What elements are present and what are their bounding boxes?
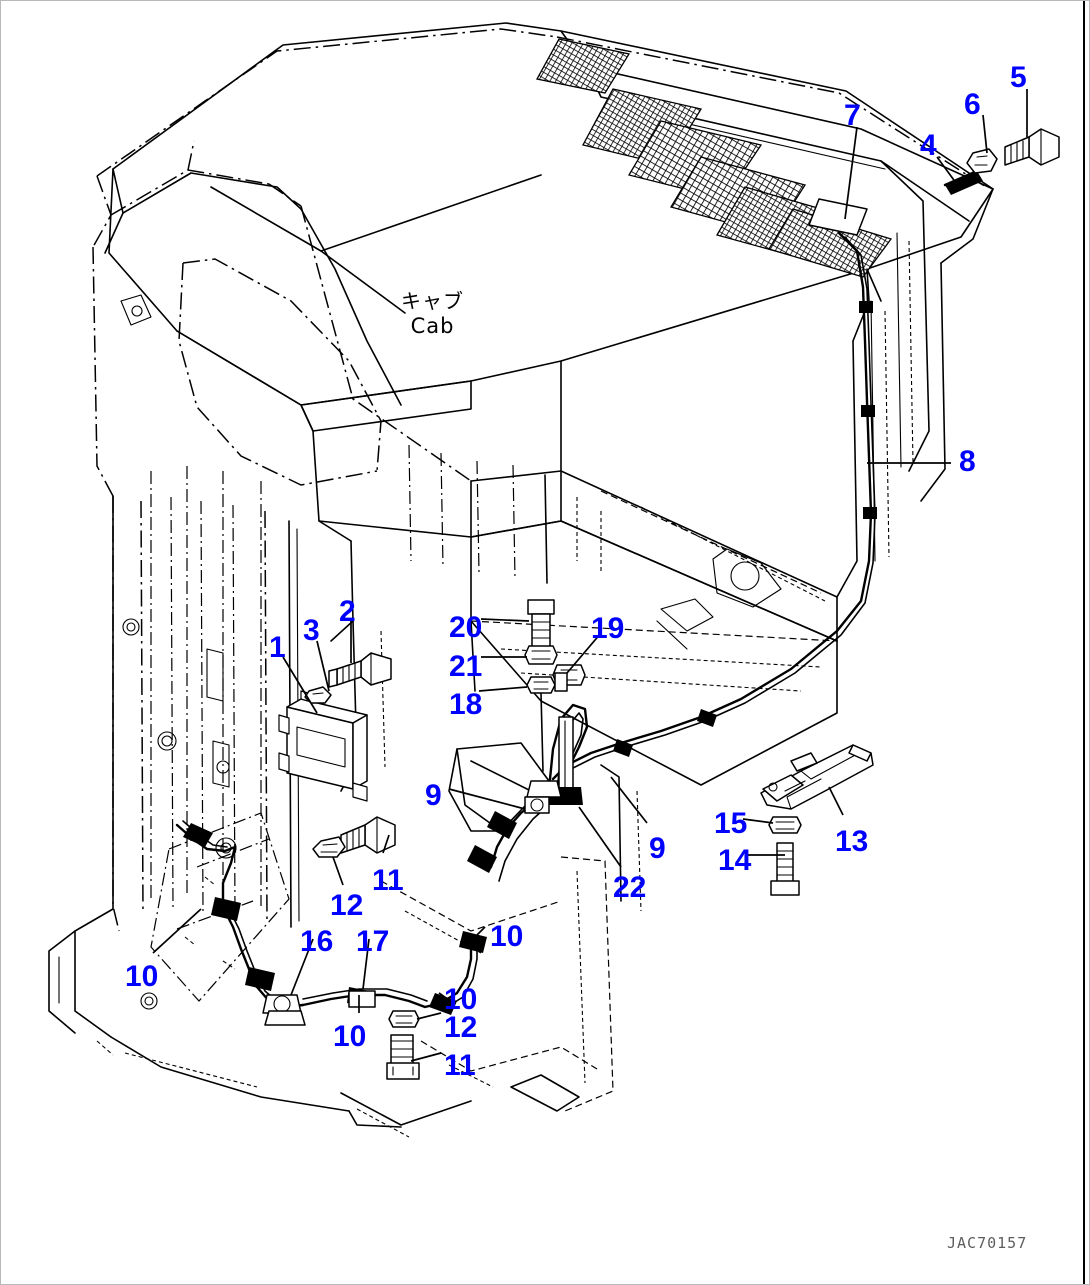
roof-vent-panels [536, 38, 893, 278]
cab-label-english: Cab [410, 314, 455, 338]
callout-number-2[interactable]: 2 [339, 595, 356, 628]
cab-lower-panel-phantom [150, 812, 290, 1002]
part-2-bolt [328, 652, 392, 688]
part-6-nut [966, 148, 998, 174]
callout-number-1[interactable]: 1 [269, 631, 286, 664]
callout-number-6[interactable]: 6 [964, 88, 981, 121]
callout-number-13[interactable]: 13 [835, 825, 869, 858]
callout-number-12b[interactable]: 12 [444, 1011, 478, 1044]
callout-number-17[interactable]: 17 [356, 925, 390, 958]
part-11a-bolt [340, 816, 396, 854]
callout-number-18[interactable]: 18 [449, 688, 483, 721]
callout-number-3[interactable]: 3 [303, 614, 320, 647]
callout-number-15[interactable]: 15 [714, 807, 748, 840]
callout-number-10c[interactable]: 10 [490, 920, 524, 953]
callout-number-12a[interactable]: 12 [330, 889, 364, 922]
callout-number-21[interactable]: 21 [449, 650, 483, 683]
callout-number-5[interactable]: 5 [1010, 61, 1027, 94]
cab-text-label: キャブ Cab [401, 289, 464, 339]
callout-number-11b[interactable]: 11 [444, 1049, 476, 1082]
callout-number-8[interactable]: 8 [959, 445, 976, 478]
callout-number-14[interactable]: 14 [718, 844, 752, 877]
part-9-22-cable-assembly [467, 703, 589, 882]
callout-number-10b[interactable]: 10 [333, 1020, 367, 1053]
part-12a-washer [312, 836, 346, 858]
part-19-clamp [552, 664, 586, 692]
callout-number-20[interactable]: 20 [449, 611, 483, 644]
callout-number-19[interactable]: 19 [591, 612, 625, 645]
callout-number-4[interactable]: 4 [920, 129, 937, 162]
part-18-nut [526, 676, 556, 772]
part-1-controller-box [278, 690, 368, 802]
part-4-clamp [943, 169, 983, 195]
part-20-bolt [527, 599, 555, 655]
part-3-washer [304, 686, 332, 704]
callout-number-11a[interactable]: 11 [372, 864, 404, 897]
callout-number-22[interactable]: 22 [613, 871, 647, 904]
cab-roof-panel [104, 22, 994, 432]
cab-label-japanese: キャブ [401, 289, 464, 313]
part-16-17-lower-harness [175, 820, 487, 1026]
callout-number-10d[interactable]: 10 [444, 983, 478, 1016]
callout-number-9a[interactable]: 9 [425, 779, 442, 812]
part-14-bolt [770, 842, 800, 896]
part-15-washer [768, 816, 802, 834]
part-8-wiring-harness [551, 231, 877, 784]
callout-number-9b[interactable]: 9 [649, 832, 666, 865]
part-13-bracket [760, 744, 874, 810]
drawing-number-watermark: JAC70157 [947, 1234, 1028, 1252]
cab-phantom-outline [92, 28, 987, 932]
callout-leader-lines [152, 89, 1028, 1062]
right-border-rule [1083, 1, 1085, 1284]
callout-number-16[interactable]: 16 [300, 925, 334, 958]
part-5-bolt [1004, 128, 1060, 166]
part-21-washer [524, 645, 558, 665]
part-12b-washer [388, 1010, 420, 1028]
part-11b-bolt [386, 1034, 420, 1080]
callout-number-10a[interactable]: 10 [125, 960, 159, 993]
callout-number-7[interactable]: 7 [844, 99, 861, 132]
